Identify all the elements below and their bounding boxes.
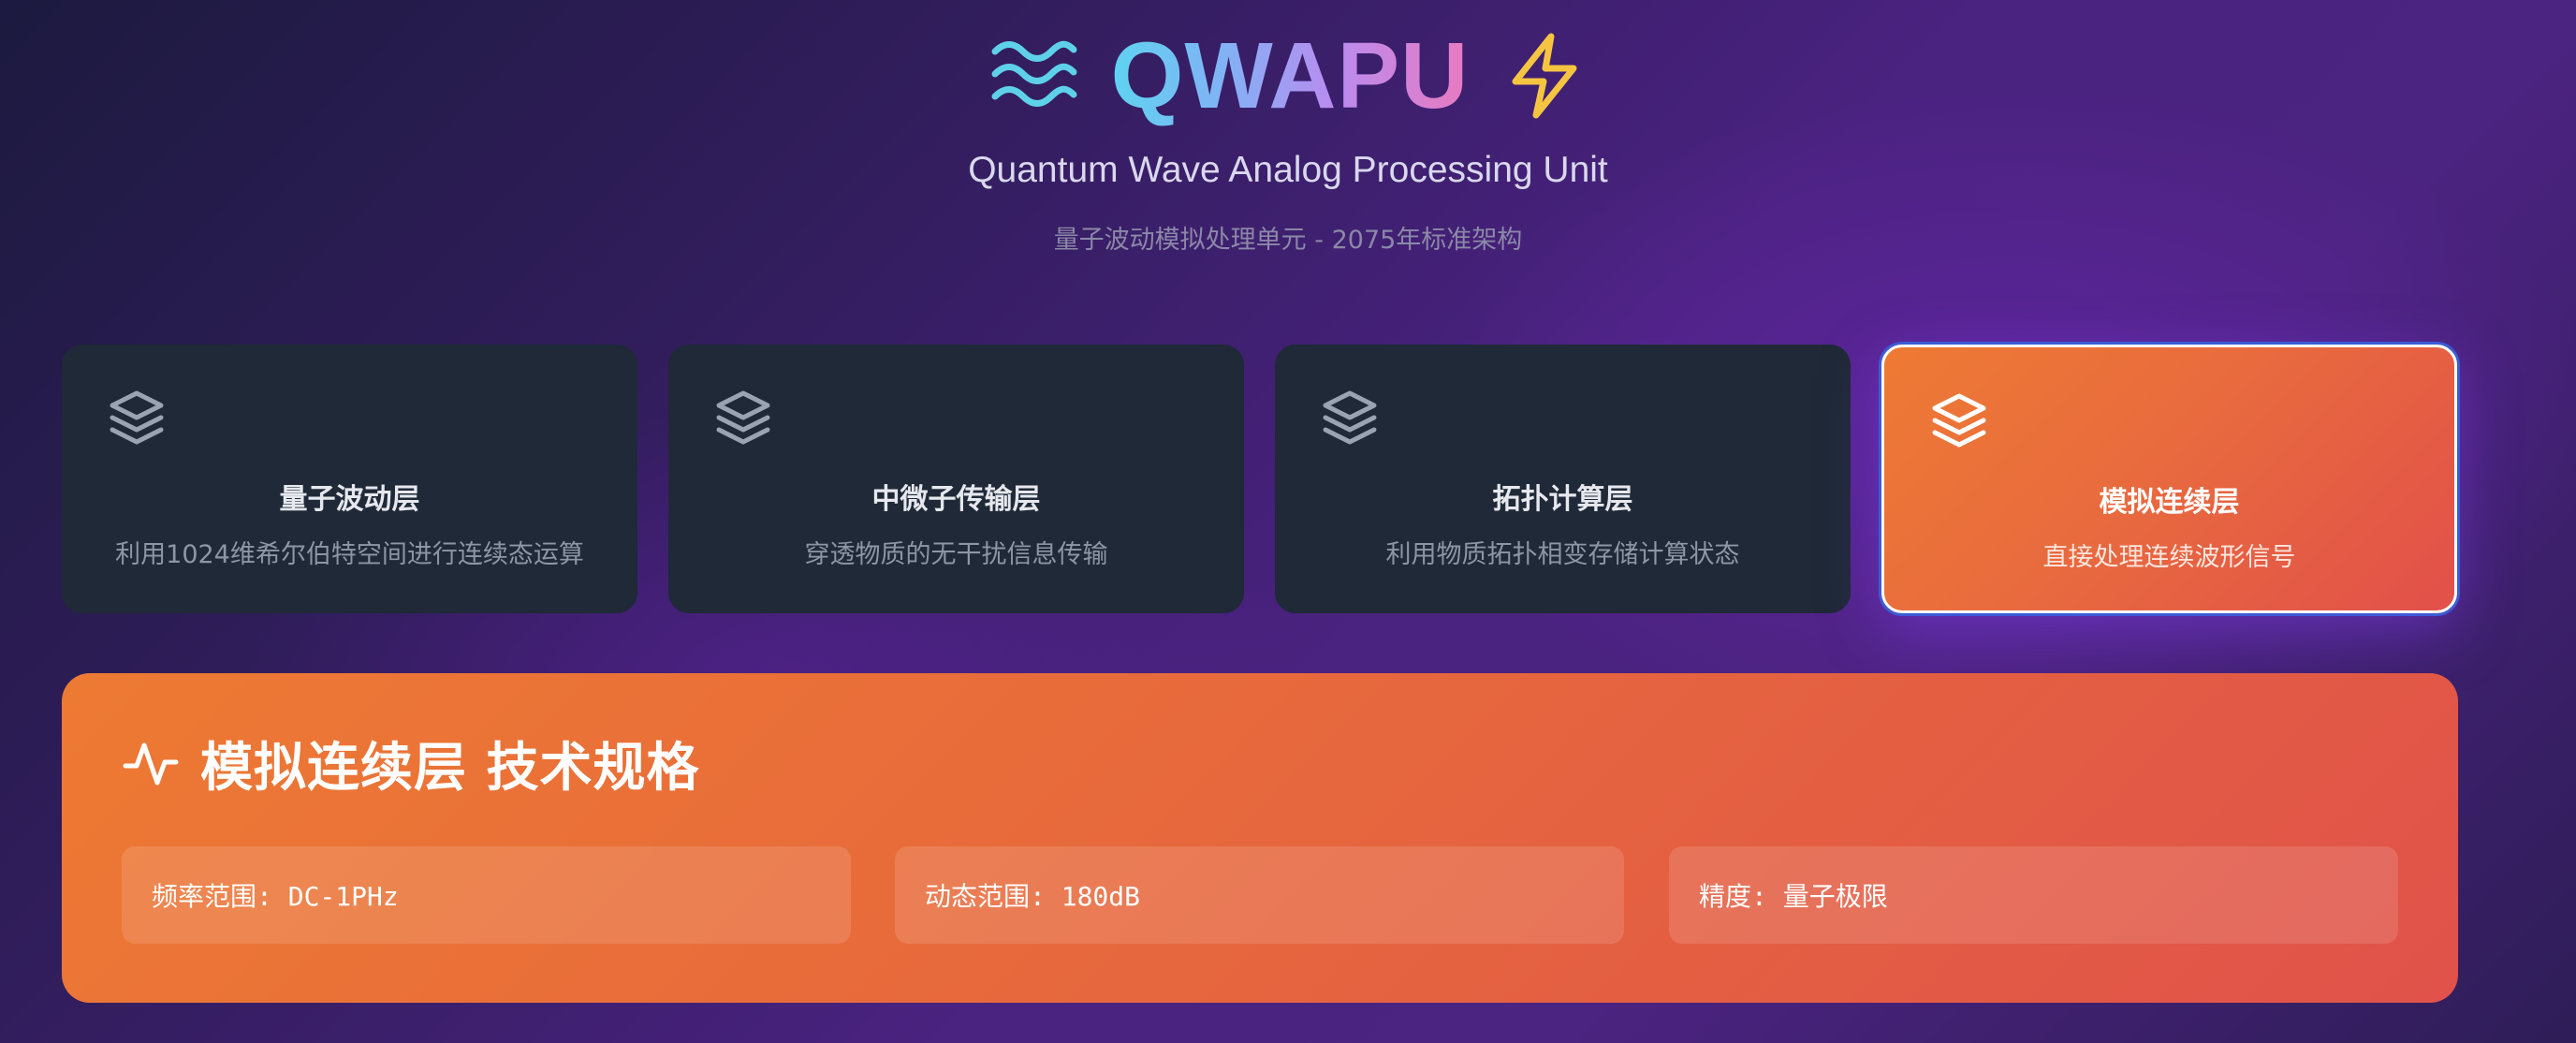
- layers-icon: [110, 390, 164, 445]
- lightning-bolt-icon: [1502, 31, 1585, 121]
- layer-card-title: 模拟连续层: [2099, 486, 2240, 519]
- layer-card-title: 中微子传输层: [871, 483, 1041, 516]
- layer-cards: 量子波动层 利用1024维希尔伯特空间进行连续态运算 中微子传输层 穿透物质的无…: [62, 345, 2458, 613]
- spec-items: 频率范围: DC-1PHz 动态范围: 180dB 精度: 量子极限: [122, 846, 2398, 944]
- subtitle: Quantum Wave Analog Processing Unit: [968, 150, 1608, 190]
- spec-dynamic-range: 动态范围: 180dB: [895, 846, 1624, 944]
- layer-card-analog-continuous[interactable]: 模拟连续层 直接处理连续波形信号: [1881, 345, 2457, 613]
- layer-card-description: 利用1024维希尔伯特空间进行连续态运算: [115, 540, 584, 569]
- layer-card-topological[interactable]: 拓扑计算层 利用物质拓扑相变存储计算状态: [1275, 345, 1851, 613]
- spec-precision: 精度: 量子极限: [1669, 846, 2398, 944]
- layer-card-title: 量子波动层: [279, 483, 420, 516]
- brand-title: QWAPU: [1110, 23, 1470, 128]
- layers-icon: [716, 390, 770, 445]
- layers-icon: [1932, 393, 1986, 448]
- activity-pulse-icon: [123, 742, 179, 786]
- layer-card-quantum-wave[interactable]: 量子波动层 利用1024维希尔伯特空间进行连续态运算: [62, 345, 637, 613]
- title-row: QWAPU: [0, 24, 2576, 127]
- spec-frequency-range: 频率范围: DC-1PHz: [122, 846, 851, 944]
- layer-card-description: 利用物质拓扑相变存储计算状态: [1385, 540, 1740, 569]
- layer-card-neutrino[interactable]: 中微子传输层 穿透物质的无干扰信息传输: [668, 345, 1244, 613]
- layer-card-description: 穿透物质的无干扰信息传输: [804, 540, 1108, 569]
- spec-header: 模拟连续层 技术规格: [122, 726, 700, 801]
- layer-card-title: 拓扑计算层: [1492, 483, 1633, 516]
- layer-card-description: 直接处理连续波形信号: [2042, 543, 2296, 572]
- waves-icon: [991, 38, 1077, 113]
- spec-title: 模拟连续层 技术规格: [200, 737, 700, 799]
- spec-panel: 模拟连续层 技术规格 频率范围: DC-1PHz 动态范围: 180dB 精度:…: [62, 673, 2458, 1003]
- subtitle-chinese: 量子波动模拟处理单元 - 2075年标准架构: [1053, 226, 1523, 255]
- layers-icon: [1323, 390, 1377, 445]
